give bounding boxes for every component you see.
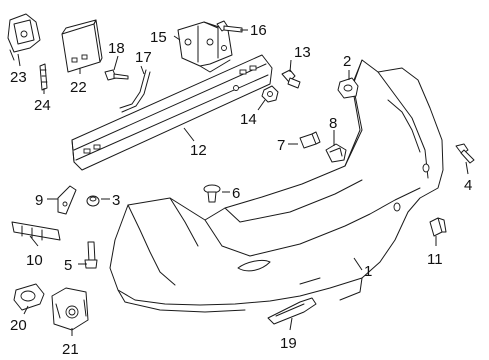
callout-13: 13 xyxy=(294,44,311,61)
callout-14: 14 xyxy=(240,111,257,128)
cap-3 xyxy=(86,195,100,207)
clip-strip xyxy=(39,63,48,91)
reinforcement-beam xyxy=(71,54,273,171)
callout-9: 9 xyxy=(35,192,43,209)
callout-8: 8 xyxy=(329,115,337,132)
nut-14 xyxy=(261,85,279,103)
callout-18: 18 xyxy=(108,40,125,57)
leader-lines xyxy=(17,29,469,336)
callout-21: 21 xyxy=(62,341,79,358)
callout-10: 10 xyxy=(26,252,43,269)
bolt-5 xyxy=(84,241,98,269)
callout-23: 23 xyxy=(10,69,27,86)
bolt-4 xyxy=(455,143,475,164)
callout-labels: 1 2 3 4 5 6 7 8 9 10 11 12 13 14 15 16 1… xyxy=(10,22,472,358)
callout-17: 17 xyxy=(135,49,152,66)
callout-3: 3 xyxy=(112,192,120,209)
clip-2 xyxy=(337,77,359,99)
sensor-bracket xyxy=(7,13,41,61)
callout-24: 24 xyxy=(34,97,51,114)
side-bracket-9 xyxy=(57,185,77,215)
callout-15: 15 xyxy=(150,29,167,46)
retainer-8 xyxy=(325,143,347,163)
bolt-13 xyxy=(281,69,301,89)
control-module xyxy=(61,19,103,73)
callout-12: 12 xyxy=(190,142,207,159)
callout-7: 7 xyxy=(277,137,285,154)
clip-11 xyxy=(429,217,447,237)
callout-16: 16 xyxy=(250,22,267,39)
callout-11: 11 xyxy=(427,251,443,268)
sensor-holder-21 xyxy=(51,287,89,331)
pad-7 xyxy=(299,131,321,149)
reflector-19 xyxy=(267,297,317,325)
callout-1: 1 xyxy=(364,263,372,280)
mount-bracket xyxy=(177,21,233,73)
callout-5: 5 xyxy=(64,257,72,274)
bolt-18 xyxy=(104,69,129,81)
brace-17 xyxy=(119,69,151,113)
callout-22: 22 xyxy=(70,79,87,96)
reflector-strip-10 xyxy=(11,221,61,241)
bolt-16 xyxy=(216,20,243,33)
callout-2: 2 xyxy=(343,53,351,70)
callout-20: 20 xyxy=(10,317,27,334)
push-clip-6 xyxy=(203,184,221,203)
callout-19: 19 xyxy=(280,335,297,352)
callout-4: 4 xyxy=(464,177,472,194)
parking-sensor-20 xyxy=(13,283,45,311)
bumper-cover xyxy=(109,59,444,313)
callout-6: 6 xyxy=(232,185,240,202)
